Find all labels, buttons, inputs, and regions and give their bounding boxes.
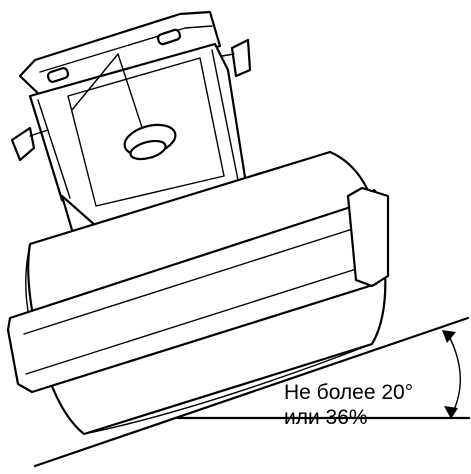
angle-arrow-top bbox=[442, 330, 456, 343]
cab-light-right-icon bbox=[156, 28, 182, 46]
drum-bottom-curve bbox=[83, 343, 373, 435]
cab-roof-edge bbox=[39, 25, 213, 73]
angle-indicator bbox=[442, 330, 461, 419]
cab-post-right bbox=[211, 49, 241, 191]
cab-window bbox=[67, 57, 225, 207]
cab-light-left-icon bbox=[46, 67, 70, 83]
drum-frame-groove bbox=[23, 225, 373, 375]
cab-brace-left bbox=[71, 53, 119, 111]
angle-arrow-bottom bbox=[444, 406, 458, 419]
mirror-right-arm bbox=[221, 53, 235, 57]
mirror-left-icon bbox=[10, 126, 36, 162]
seat-cushion-icon bbox=[129, 139, 167, 161]
drum bbox=[6, 150, 390, 436]
mirror-left-arm bbox=[29, 129, 49, 137]
cab-post-left bbox=[37, 99, 71, 199]
ground bbox=[33, 316, 471, 468]
roller-machine bbox=[6, 10, 390, 436]
angle-arc bbox=[448, 335, 461, 415]
slope-line bbox=[33, 316, 470, 468]
slope-limit-label-line1: Не более 20° bbox=[284, 381, 414, 404]
drum-frame-end-cap bbox=[346, 186, 390, 288]
mirror-right-icon bbox=[230, 38, 252, 78]
slope-limit-label-line2: или 36% bbox=[284, 406, 368, 429]
